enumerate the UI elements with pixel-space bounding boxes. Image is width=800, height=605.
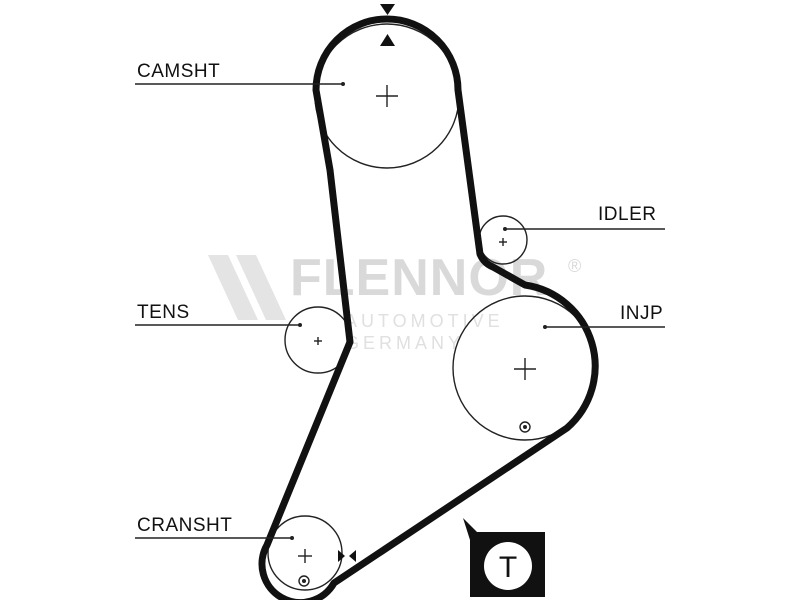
tensioner-label: TENS bbox=[137, 302, 190, 323]
tensioner-leader-dot bbox=[298, 323, 302, 327]
tensioner-center-mark bbox=[314, 337, 322, 345]
camshaft-center-mark bbox=[376, 85, 398, 107]
watermark-brand: FLENNOR bbox=[290, 249, 548, 307]
timing-belt bbox=[258, 15, 599, 605]
tension-badge-text: T bbox=[499, 551, 517, 584]
watermark-line1: AUTOMOTIVE bbox=[345, 311, 504, 331]
watermark-registered: ® bbox=[568, 256, 581, 276]
camshaft-label: CAMSHT bbox=[137, 61, 220, 82]
crankshaft-pulley bbox=[267, 515, 343, 591]
watermark: FLENNOR ® AUTOMOTIVE GERMANY bbox=[208, 249, 581, 353]
tension-badge: T bbox=[463, 518, 545, 597]
watermark-line2: GERMANY bbox=[345, 333, 464, 353]
injection-pump-leader-dot bbox=[543, 325, 547, 329]
idler-label: IDLER bbox=[598, 204, 656, 225]
crankshaft-timing-mark bbox=[298, 575, 310, 587]
idler-leader-dot bbox=[503, 227, 507, 231]
crankshaft-leader-dot bbox=[290, 536, 294, 540]
crankshaft-alignment-arrow-right-icon bbox=[338, 550, 345, 562]
watermark-logo-mark bbox=[208, 255, 258, 320]
camshaft-leader-dot bbox=[341, 82, 345, 86]
tension-badge-circle bbox=[484, 542, 532, 590]
crankshaft-alignment-arrow-left-icon bbox=[349, 550, 356, 562]
idler-center-mark bbox=[499, 238, 507, 246]
crankshaft-center-mark bbox=[298, 549, 312, 563]
camshaft-alignment-arrow-down-icon bbox=[380, 4, 395, 15]
injection-pump-timing-mark bbox=[519, 421, 531, 433]
injection-pump-center-mark bbox=[514, 358, 536, 380]
crankshaft-label: CRANSHT bbox=[137, 515, 232, 536]
watermark-logo-mark bbox=[236, 255, 286, 320]
camshaft-alignment-arrow-up-icon bbox=[380, 34, 395, 46]
injection-pump-label: INJP bbox=[620, 303, 663, 324]
